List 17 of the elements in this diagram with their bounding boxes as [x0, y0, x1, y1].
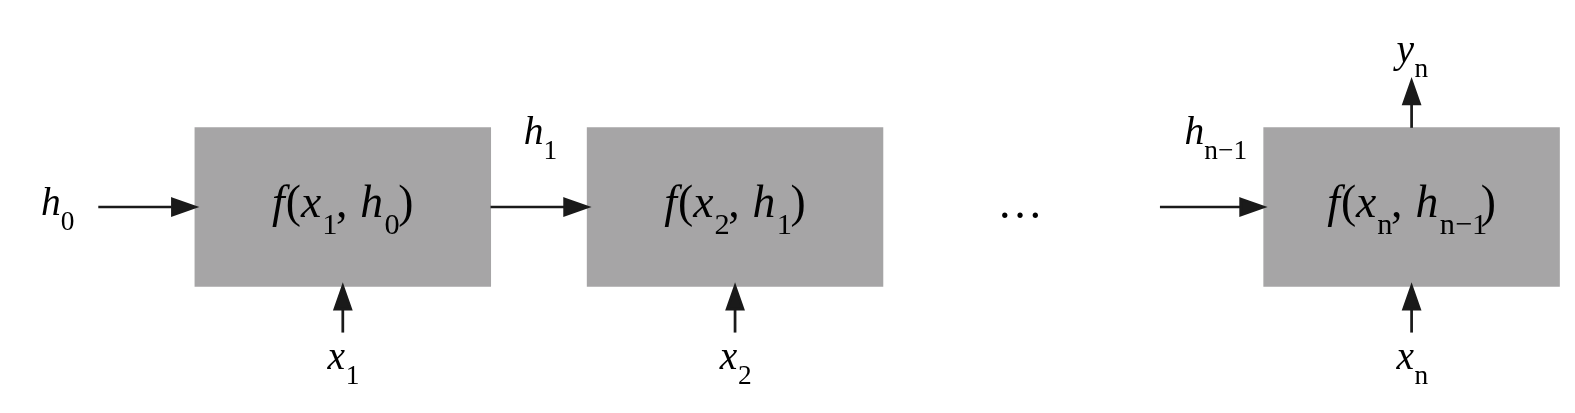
node-box: f(x$_{1}$, h$_{0}$)	[194, 126, 492, 287]
node-text: x$_{1}$	[327, 333, 360, 390]
node-box: f(x$_{n}$, h$_{n−1}$)	[1263, 126, 1560, 287]
edge-label: h$_{n−1}$	[1184, 108, 1248, 165]
arrow	[490, 196, 592, 217]
label: …	[997, 176, 1043, 228]
arrow	[1401, 281, 1422, 333]
node-box: f(x$_{2}$, h$_{1}$)	[586, 126, 884, 287]
edge-label: h$_{1}$	[523, 108, 558, 165]
arrow	[1401, 76, 1422, 128]
node-text: x$_{2}$	[719, 333, 752, 390]
arrow	[725, 281, 745, 333]
node-text: h$_{0}$	[41, 179, 75, 236]
arrow	[332, 281, 353, 333]
node-text: x$_{n}$	[1396, 333, 1429, 390]
arrow	[98, 196, 200, 217]
arrow	[1159, 196, 1268, 217]
